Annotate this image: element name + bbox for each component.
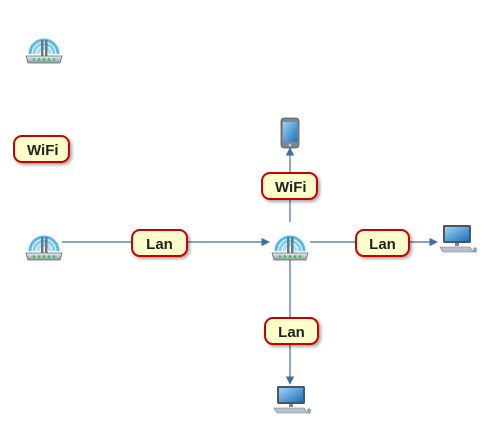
link-label-lan-right[interactable]: Lan (355, 229, 410, 257)
router-icon-top-left[interactable] (24, 38, 64, 65)
link-label-lan-left[interactable]: Lan (131, 229, 188, 257)
router-icon-center[interactable] (270, 235, 310, 262)
router-icon-left[interactable] (24, 235, 64, 262)
link-label-lan-bottom[interactable]: Lan (264, 317, 319, 345)
standalone-wifi-label[interactable]: WiFi (13, 135, 70, 163)
smartphone-icon[interactable] (280, 117, 300, 149)
link-label-wifi-phone[interactable]: WiFi (261, 172, 318, 200)
desktop-computer-icon-right[interactable] (439, 224, 478, 254)
desktop-computer-icon-bottom[interactable] (273, 385, 312, 415)
